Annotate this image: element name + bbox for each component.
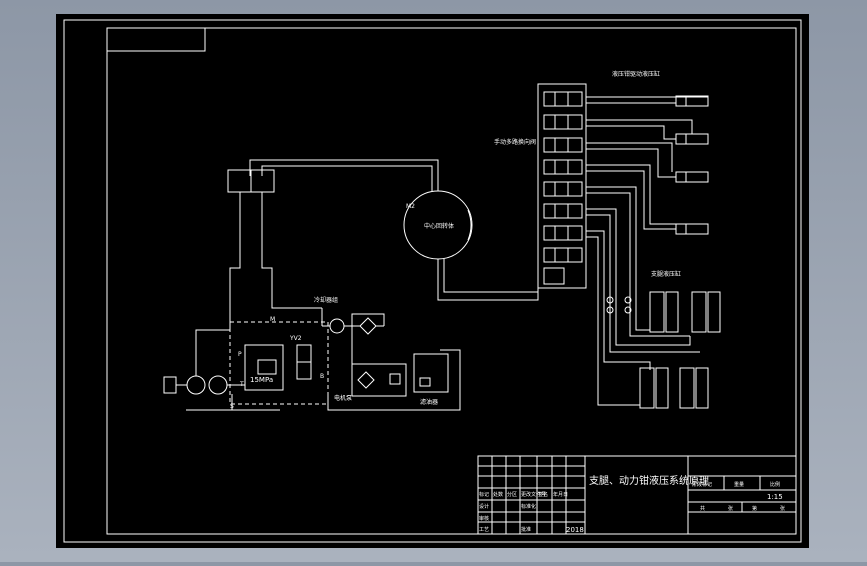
label-port-s: S	[230, 403, 234, 410]
tb-cell-design: 设计	[479, 503, 489, 510]
tb-cell-standard: 标准化	[521, 503, 536, 510]
date-value: 2018	[566, 526, 584, 534]
tb-cell-process: 工艺	[479, 527, 489, 533]
tb-sheets: 张	[728, 505, 733, 512]
valve-stack-outline	[537, 83, 587, 289]
valve-bank	[537, 83, 721, 409]
tb-cell-review: 审核	[479, 515, 489, 522]
title-block-text: 支腿、动力钳液压系统原理 1:15 2018 标记 处数 分区 更改文件号 签名…	[479, 474, 785, 534]
tank-box	[413, 353, 449, 393]
check-valves	[606, 296, 632, 314]
label-cooler-group: 冷却器组	[314, 296, 338, 304]
label-motor: M2	[406, 203, 415, 210]
tb-sheet: 张	[780, 505, 785, 512]
tb-cell-mark: 标记	[479, 491, 489, 498]
label-yv2: YV2	[289, 335, 302, 342]
tb-number: 第	[752, 505, 757, 512]
leg-pipes	[586, 186, 700, 406]
tb-cell-zone: 分区	[507, 491, 517, 498]
valve-sections	[543, 91, 583, 285]
pump-station-box	[229, 321, 329, 405]
outer-border	[63, 19, 802, 543]
tb-cell-doc: 更改文件号	[521, 491, 546, 498]
rotation-arrow	[467, 209, 472, 241]
label-clamp-cylinders: 液压钳驱动液压缸	[612, 70, 660, 78]
filter-symbol	[357, 371, 375, 389]
title-block	[477, 455, 797, 535]
label-port-t: T	[239, 381, 244, 388]
label-leg-cylinders: 支腿液压缸	[651, 270, 681, 278]
drawing-sheet	[56, 14, 809, 548]
tb-cell-date: 年月日	[553, 491, 568, 498]
label-port-m: M	[270, 316, 275, 323]
cylinder-pipes	[586, 96, 709, 230]
inner-border	[106, 27, 797, 535]
leg-cylinders	[639, 291, 721, 409]
tb-weight-header: 重量	[734, 481, 744, 488]
label-rotary-joint: 中心回转体	[424, 222, 454, 230]
filter-box	[351, 363, 407, 397]
relief-valve	[257, 359, 277, 375]
tb-cell-approve: 批准	[521, 526, 531, 533]
label-pressure: 15MPa	[250, 376, 273, 384]
label-multi-valve: 手动多路换向阀	[494, 138, 536, 146]
label-port-b: B	[320, 373, 324, 380]
corner-code-box	[106, 27, 206, 52]
power-unit	[163, 308, 461, 411]
label-motor-group: 电机泵	[334, 394, 352, 402]
diagram-labels: 液压钳驱动液压缸 手动多路换向阀 支腿液压缸 M2 中心回转体 15MPa 冷却…	[230, 70, 681, 410]
tb-total: 共	[700, 505, 705, 512]
relief-valve-block	[244, 344, 284, 391]
tb-scale-header: 比例	[770, 481, 780, 488]
drawing-title: 支腿、动力钳液压系统原理	[589, 474, 709, 487]
rotary-circuit	[227, 159, 539, 330]
label-port-p: P	[238, 351, 242, 358]
scale-value: 1:15	[767, 493, 783, 501]
tb-cell-count: 处数	[493, 491, 503, 498]
tb-cell-sign: 签名	[538, 491, 548, 498]
label-filter-group: 滤油器	[420, 398, 438, 406]
tb-stage-header: 阶段标记	[692, 481, 712, 488]
